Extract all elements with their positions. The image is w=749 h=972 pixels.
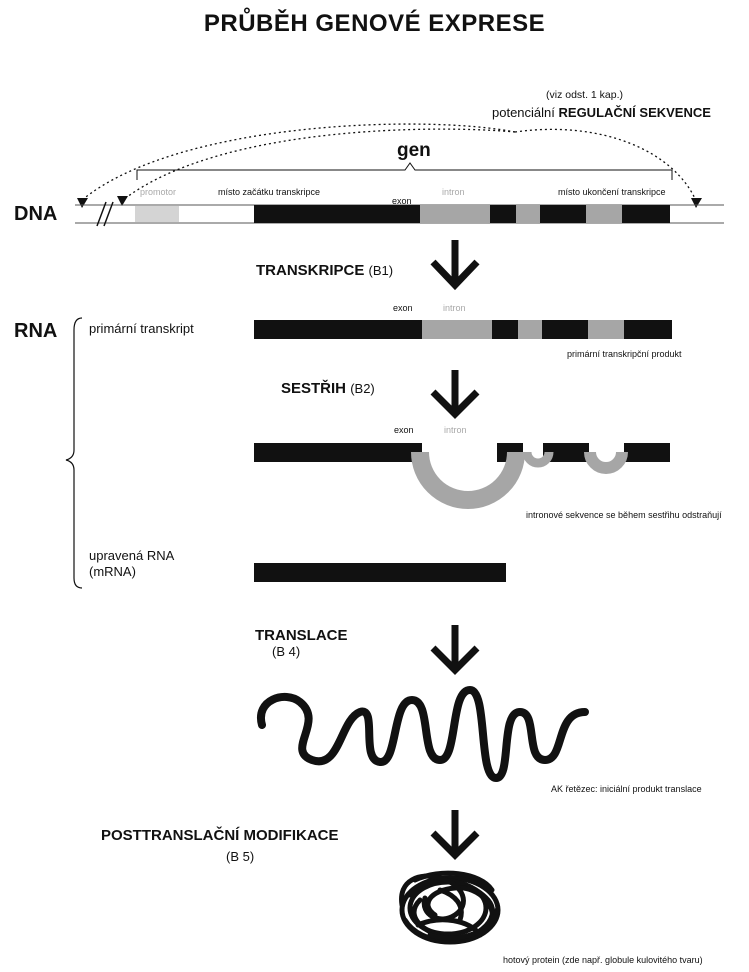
page-title: PRŮBĚH GENOVÉ EXPRESE <box>203 10 546 37</box>
dna-intron-3 <box>586 205 622 223</box>
posttranslation-ref: (B 5) <box>226 849 255 864</box>
splicing-title: SESTŘIH <box>281 380 347 397</box>
transcription-title: TRANSKRIPCE <box>256 262 365 279</box>
regulatory-label-bold: REGULAČNÍ SEKVENCE <box>558 105 711 120</box>
rna-brace <box>65 317 83 589</box>
intron-loop-2 <box>522 451 554 468</box>
promoter-label: promotor <box>140 187 177 197</box>
dna-intron-1 <box>420 205 490 223</box>
translation-label: TRANSLACE <box>255 627 348 644</box>
dna-intron-label: intron <box>442 187 465 197</box>
regulatory-label-prefix: potenciální <box>492 105 555 120</box>
translation-ref: (B 4) <box>272 644 301 659</box>
dna-exon-1 <box>254 205 420 223</box>
dna-break-1 <box>96 201 107 227</box>
processed-rna-label-line1: upravená RNA <box>89 548 175 563</box>
primary-transcript-label: primární transkript <box>89 321 194 336</box>
dna-break-2 <box>103 201 114 227</box>
dna-exon-2 <box>490 205 516 223</box>
primary-product-label: primární transkripční produkt <box>567 349 682 359</box>
intron-loop-1 <box>411 451 525 509</box>
processed-rna-label-line2: (mRNA) <box>89 564 136 579</box>
gene-label: gen <box>397 140 431 161</box>
rna-exon-4 <box>624 320 672 339</box>
rna-exon-2 <box>492 320 518 339</box>
splice-intron-label: intron <box>444 425 467 435</box>
transcription-start-label: místo začátku transkripce <box>218 187 321 197</box>
transcription-label: TRANSKRIPCE (B1) <box>256 262 393 279</box>
splicing-label: SESTŘIH (B2) <box>281 380 375 397</box>
splicing-note: intronové sekvence se během sestřihu ods… <box>526 510 722 520</box>
dna-exon-label: exon <box>392 196 412 206</box>
posttranslation-note: hotový protein (zde např. globule kulovi… <box>503 955 703 965</box>
gene-brace <box>136 162 673 180</box>
regulatory-arrow-right <box>514 128 698 204</box>
globular-protein <box>399 870 501 945</box>
dna-exon-3 <box>540 205 586 223</box>
rna-label: RNA <box>14 320 58 342</box>
promoter-region <box>135 206 179 222</box>
arrow-transcription <box>430 240 480 291</box>
splice-exon-1 <box>254 443 422 462</box>
rna-intron-2 <box>518 320 542 339</box>
splice-exon-3 <box>543 443 589 462</box>
dna-intron-2 <box>516 205 540 223</box>
arrow-posttranslation <box>430 810 480 860</box>
dna-exon-4 <box>622 205 670 223</box>
rna-intron-3 <box>588 320 624 339</box>
mrna-bar <box>254 563 506 582</box>
arrowhead-right <box>691 198 702 208</box>
rna-exon-1 <box>254 320 422 339</box>
dna-label: DNA <box>14 203 58 225</box>
translation-note: AK řetězec: iniciální produkt translace <box>551 784 702 794</box>
transcript-exon-label: exon <box>393 303 413 313</box>
polypeptide-chain <box>256 686 589 782</box>
rna-exon-3 <box>542 320 588 339</box>
intron-loop-3 <box>584 451 628 474</box>
regulatory-arrow-left <box>81 123 516 201</box>
arrowhead-left <box>77 198 88 208</box>
rna-intron-1 <box>422 320 492 339</box>
arrowhead-left-inner <box>117 196 128 206</box>
regulatory-note: (viz odst. 1 kap.) <box>546 89 624 101</box>
transcription-ref: (B1) <box>368 263 394 278</box>
regulatory-label: potenciální REGULAČNÍ SEKVENCE <box>492 105 711 120</box>
regulatory-arrow-left-inner <box>122 128 516 201</box>
arrow-splicing <box>430 370 480 419</box>
splice-exon-label: exon <box>394 425 414 435</box>
splicing-ref: (B2) <box>350 381 375 396</box>
transcript-intron-label: intron <box>443 303 466 313</box>
arrow-translation <box>430 625 480 675</box>
splice-exon-4 <box>624 443 670 462</box>
transcription-end-label: místo ukončení transkripce <box>558 187 666 197</box>
posttranslation-label: POSTTRANSLAČNÍ MODIFIKACE <box>101 827 339 844</box>
